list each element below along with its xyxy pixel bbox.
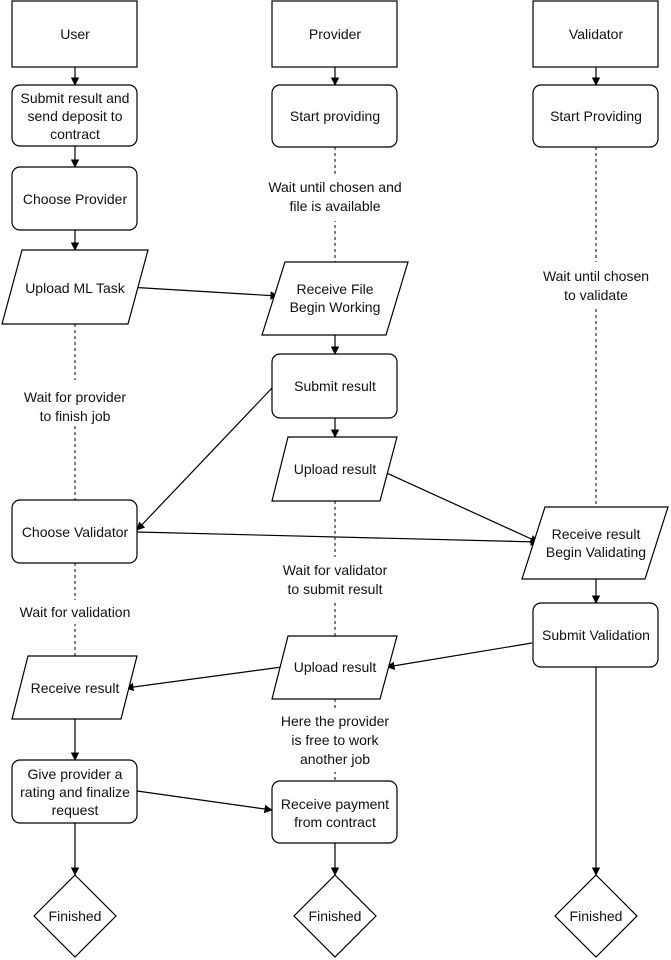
svg-text:Begin Working: Begin Working	[290, 299, 381, 315]
svg-text:Start providing: Start providing	[290, 108, 380, 124]
svg-text:Choose Validator: Choose Validator	[22, 524, 129, 540]
svg-text:Give provider a: Give provider a	[28, 766, 123, 782]
note-wait-validation: Wait for validation	[20, 604, 131, 620]
node-start-providing: Start providing	[271, 84, 398, 148]
svg-text:from contract: from contract	[294, 814, 376, 830]
svg-text:User: User	[60, 26, 90, 42]
lane-header-validator: Validator	[532, 0, 659, 68]
node-receive-file: Receive File Begin Working	[261, 261, 409, 336]
svg-text:file is available: file is available	[289, 198, 380, 214]
note-wait-chosen-file: Wait until chosen and file is available	[268, 179, 401, 214]
node-submit-result: Submit result	[271, 353, 398, 419]
svg-text:Wait for provider: Wait for provider	[24, 389, 127, 405]
svg-text:Upload result: Upload result	[294, 659, 377, 675]
node-receive-payment: Receive payment from contract	[271, 780, 398, 844]
node-submit-result-deposit: Submit result and send deposit to contra…	[11, 84, 138, 147]
svg-text:Provider: Provider	[309, 26, 361, 42]
node-validator-start-providing: Start Providing	[532, 84, 659, 148]
node-receive-result-validating: Receive result Begin Validating	[521, 506, 669, 580]
svg-text:another job: another job	[300, 751, 370, 767]
lane-header-user: User	[11, 0, 138, 68]
svg-text:Finished: Finished	[570, 908, 623, 924]
svg-text:to validate: to validate	[564, 287, 628, 303]
svg-text:Upload result: Upload result	[294, 461, 377, 477]
svg-text:Wait until chosen and: Wait until chosen and	[268, 179, 401, 195]
node-submit-validation: Submit Validation	[532, 602, 659, 668]
note-wait-provider-finish: Wait for provider to finish job	[24, 389, 127, 424]
note-wait-validator-submit: Wait for validator to submit result	[283, 562, 388, 597]
svg-text:to submit result: to submit result	[288, 581, 383, 597]
svg-text:Receive File: Receive File	[296, 281, 373, 297]
svg-text:Receive result: Receive result	[31, 680, 120, 696]
edges	[70, 67, 601, 876]
node-upload-result-1: Upload result	[271, 436, 398, 502]
svg-text:Finished: Finished	[49, 908, 102, 924]
note-wait-chosen-validate: Wait until chosen to validate	[543, 268, 649, 303]
node-user-finished: Finished	[33, 874, 117, 958]
svg-text:rating and finalize: rating and finalize	[20, 784, 130, 800]
svg-text:Finished: Finished	[309, 908, 362, 924]
svg-text:Wait until chosen: Wait until chosen	[543, 268, 649, 284]
node-give-rating: Give provider a rating and finalize requ…	[11, 759, 138, 824]
lane-header-provider: Provider	[271, 0, 398, 68]
svg-text:is free to work: is free to work	[291, 732, 379, 748]
svg-text:Wait for validator: Wait for validator	[283, 562, 388, 578]
note-provider-free: Here the provider is free to work anothe…	[281, 713, 390, 767]
node-choose-provider: Choose Provider	[11, 166, 138, 231]
node-provider-finished: Finished	[293, 874, 377, 958]
node-upload-result-2: Upload result	[271, 635, 398, 700]
svg-text:Submit result: Submit result	[294, 378, 376, 394]
node-upload-ml-task: Upload ML Task	[1, 249, 149, 325]
svg-text:contract: contract	[50, 126, 100, 142]
svg-text:Receive result: Receive result	[552, 526, 641, 542]
svg-text:to finish job: to finish job	[40, 408, 111, 424]
svg-text:Wait for validation: Wait for validation	[20, 604, 131, 620]
svg-text:Upload ML Task: Upload ML Task	[25, 280, 126, 296]
svg-text:request: request	[52, 802, 99, 818]
node-choose-validator: Choose Validator	[11, 499, 138, 564]
svg-text:send deposit to: send deposit to	[28, 108, 123, 124]
svg-text:Start Providing: Start Providing	[550, 108, 642, 124]
node-user-receive-result: Receive result	[11, 655, 138, 720]
svg-text:Begin Validating: Begin Validating	[546, 544, 646, 560]
svg-text:Choose Provider: Choose Provider	[23, 191, 128, 207]
node-validator-finished: Finished	[554, 874, 638, 958]
svg-text:Submit Validation: Submit Validation	[542, 627, 650, 643]
svg-text:Validator: Validator	[569, 26, 624, 42]
svg-text:Receive payment: Receive payment	[281, 796, 389, 812]
svg-text:Here the provider: Here the provider	[281, 713, 390, 729]
svg-text:Submit result and: Submit result and	[21, 90, 130, 106]
